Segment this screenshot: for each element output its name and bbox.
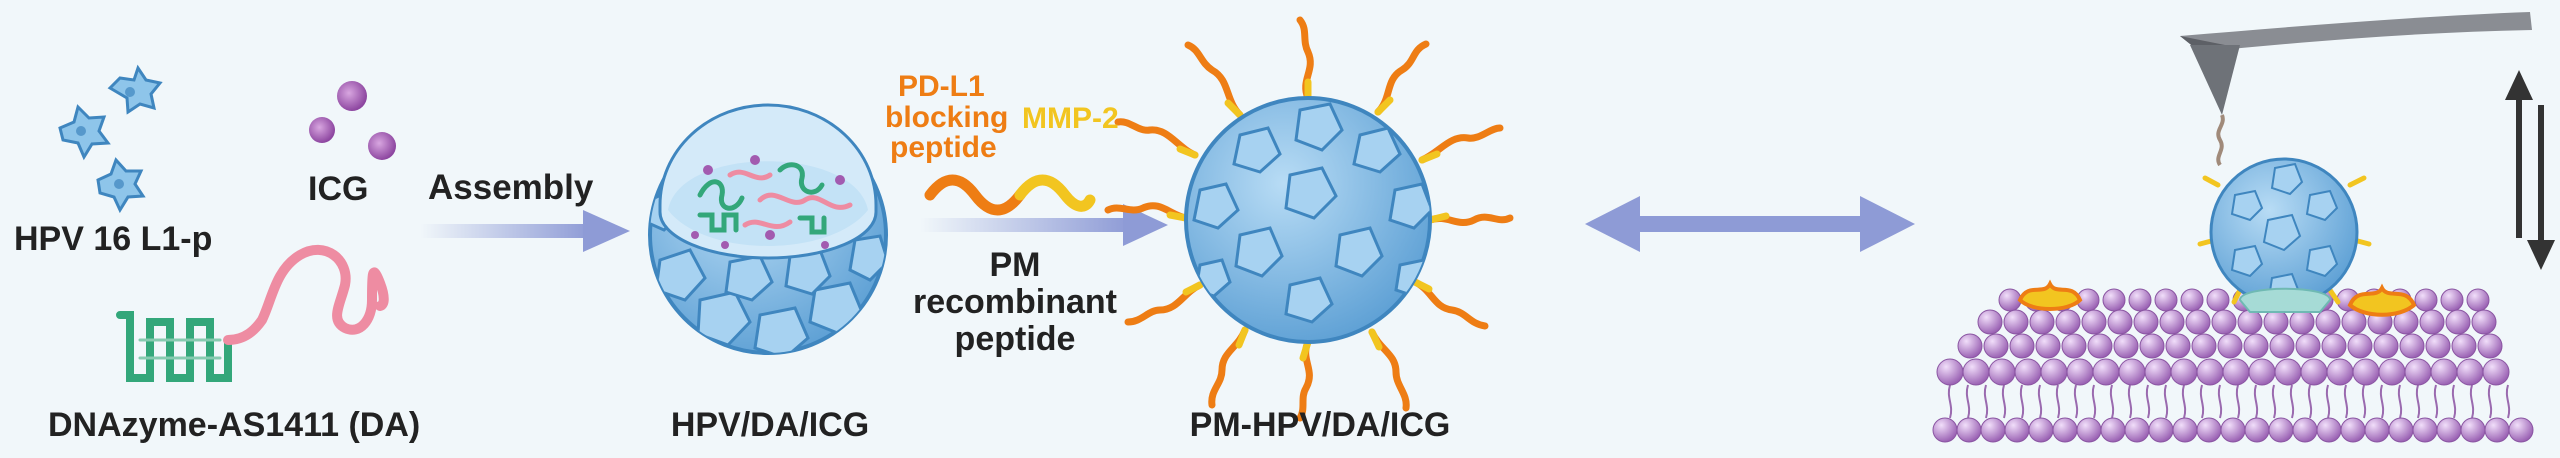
capsid-icon xyxy=(648,103,888,355)
pm-arrow xyxy=(920,204,1168,246)
cell-membrane-icon xyxy=(1932,288,2534,443)
mmp2-label: MMP-2 xyxy=(1022,102,1119,135)
afm-cantilever-icon xyxy=(2180,12,2532,167)
pm-hpv-da-icg-label: PM-HPV/DA/ICG xyxy=(1189,406,1451,444)
pm-label-line2: recombinant xyxy=(912,283,1118,321)
icg-label: ICG xyxy=(308,170,369,208)
pm-label-line1: PM xyxy=(989,246,1041,284)
hpv-da-icg-label: HPV/DA/ICG xyxy=(670,406,870,444)
pd-l1-label-line1: PD-L1 xyxy=(898,70,985,103)
pm-label-line3: peptide xyxy=(954,320,1076,358)
dnazyme-label: DNAzyme-AS1411 (DA) xyxy=(48,406,421,444)
pd-l1-label-line2: blocking xyxy=(885,101,1009,134)
peptide-strand-icon xyxy=(924,174,1096,216)
hpv-subunit-icon xyxy=(58,64,163,214)
icg-molecule-icon xyxy=(309,81,396,160)
assembly-arrow xyxy=(420,210,630,252)
pd-l1-label-line3: peptide xyxy=(890,131,997,164)
vertical-double-arrow xyxy=(2505,70,2555,270)
assembly-label: Assembly xyxy=(428,168,594,207)
pm-capsid-icon xyxy=(1104,16,1514,422)
hpv-label: HPV 16 L1-p xyxy=(14,220,213,258)
dnazyme-strand-icon xyxy=(116,244,389,382)
receptor-icon xyxy=(2017,279,2417,317)
bound-capsid-icon xyxy=(2197,157,2372,313)
double-arrow-icon xyxy=(1585,196,1915,252)
